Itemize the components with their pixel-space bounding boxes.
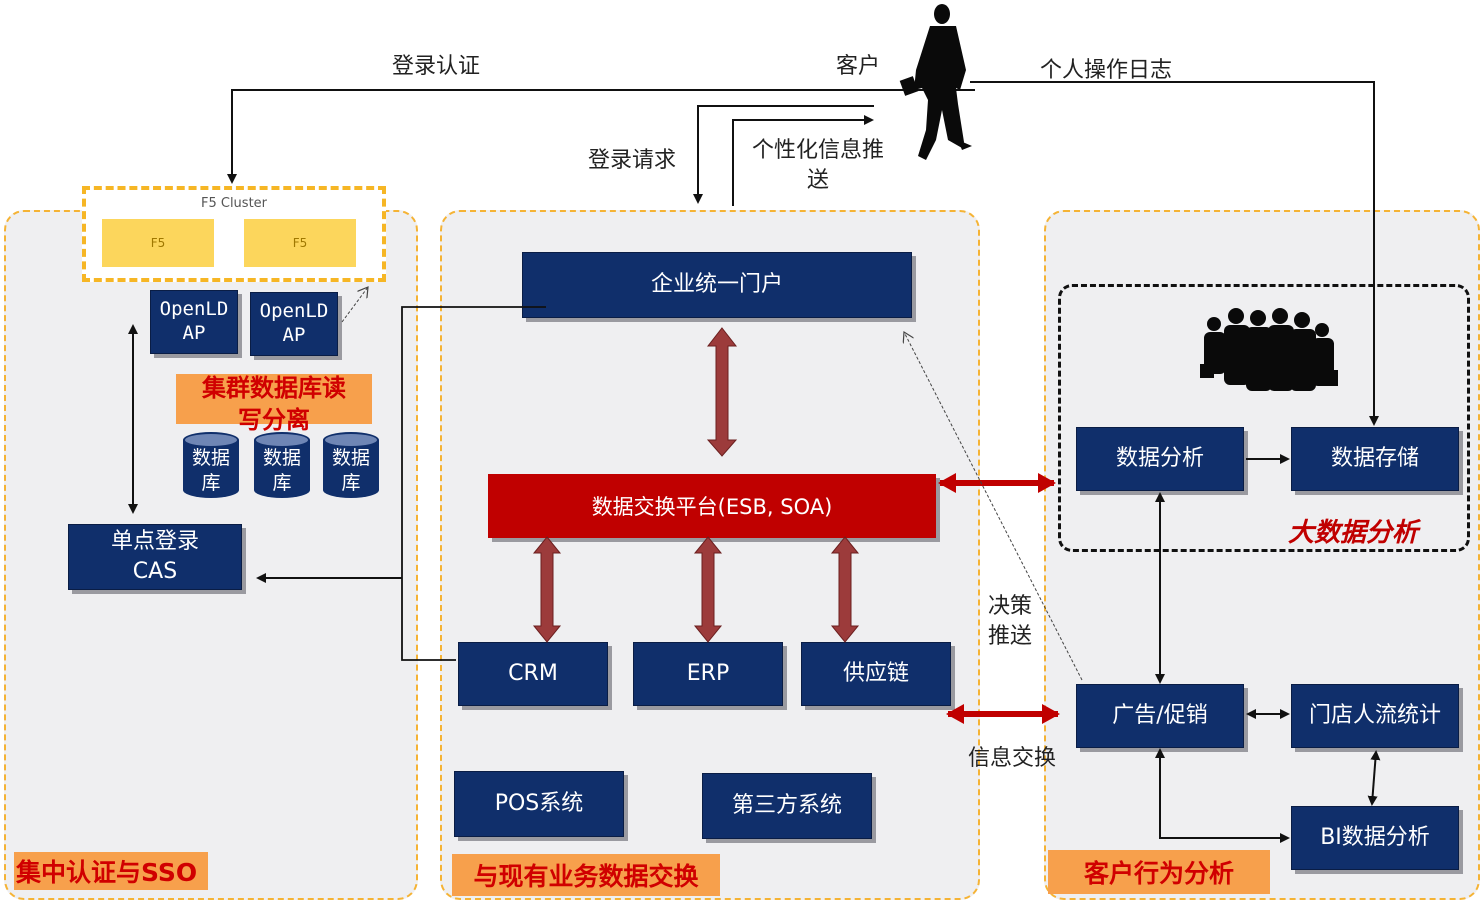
data-analysis-box: 数据分析	[1076, 427, 1244, 491]
personal-log-arrow	[970, 81, 1379, 426]
cluster-rw-split-text: 集群数据库读 写分离	[202, 374, 346, 434]
promo-bi-arrow	[1155, 748, 1290, 843]
f5-cluster-label: F5 Cluster	[200, 196, 268, 211]
sso-cas-box: 单点登录 CAS	[68, 524, 242, 590]
supply-chain-box: 供应链	[801, 642, 951, 706]
f5-node-a: F5	[102, 219, 214, 267]
erp-box: ERP	[633, 642, 783, 706]
bi-analysis-box: BI数据分析	[1291, 806, 1459, 870]
data-storage-box: 数据存储	[1291, 427, 1459, 491]
traffic-bi-arrow	[1367, 750, 1381, 806]
personal-log-label: 个人操作日志	[1040, 58, 1173, 83]
data-exchange-platform-box: 数据交换平台(ESB, SOA)	[488, 474, 936, 538]
promotion-box: 广告/促销	[1076, 684, 1244, 748]
crm-box: CRM	[458, 642, 608, 706]
third-party-system-box: 第三方系统	[702, 773, 872, 839]
database-icon: 数据 库	[254, 432, 310, 500]
bigdata-label: 大数据分析	[1288, 518, 1419, 548]
cluster-rw-split-note	[176, 374, 372, 424]
store-traffic-box: 门店人流统计	[1291, 684, 1459, 748]
red-vertical-arrows	[532, 327, 860, 643]
database-icon: 数据 库	[183, 432, 239, 500]
login-request-label: 登录请求	[588, 148, 677, 173]
sso-panel-title: 集中认证与SSO	[14, 852, 208, 890]
exchange-panel-title: 与现有业务数据交换	[452, 854, 720, 896]
f5-cluster: F5 Cluster F5 F5	[82, 186, 386, 282]
login-request-arrow	[693, 105, 874, 204]
openldap-server-b: OpenLD AP	[250, 292, 338, 356]
login-auth-arrow	[227, 89, 975, 184]
ldap-f5-dashed-arrow	[341, 287, 368, 323]
push-info-label: 个性化信息推 送	[752, 138, 885, 193]
behavior-panel	[1044, 210, 1480, 900]
login-auth-label: 登录认证	[392, 54, 481, 79]
f5-node-b: F5	[244, 219, 356, 267]
push-info-arrow	[732, 115, 874, 206]
enterprise-portal-box: 企业统一门户	[522, 252, 912, 318]
behavior-panel-title: 客户行为分析	[1048, 850, 1270, 894]
portal-crm-sso-link	[401, 306, 546, 661]
decision-push-label: 决策 推送	[988, 594, 1033, 649]
customer-person-icon	[899, 4, 972, 160]
bigdata-region	[1058, 284, 1470, 552]
decision-push-arrow	[904, 332, 1083, 681]
database-icon: 数据 库	[323, 432, 379, 500]
openldap-server-a: OpenLD AP	[150, 290, 238, 354]
customer-label: 客户	[836, 54, 881, 79]
info-exchange-label: 信息交换	[968, 746, 1057, 771]
crowd-icon	[1200, 308, 1338, 391]
pos-system-box: POS系统	[454, 771, 624, 837]
